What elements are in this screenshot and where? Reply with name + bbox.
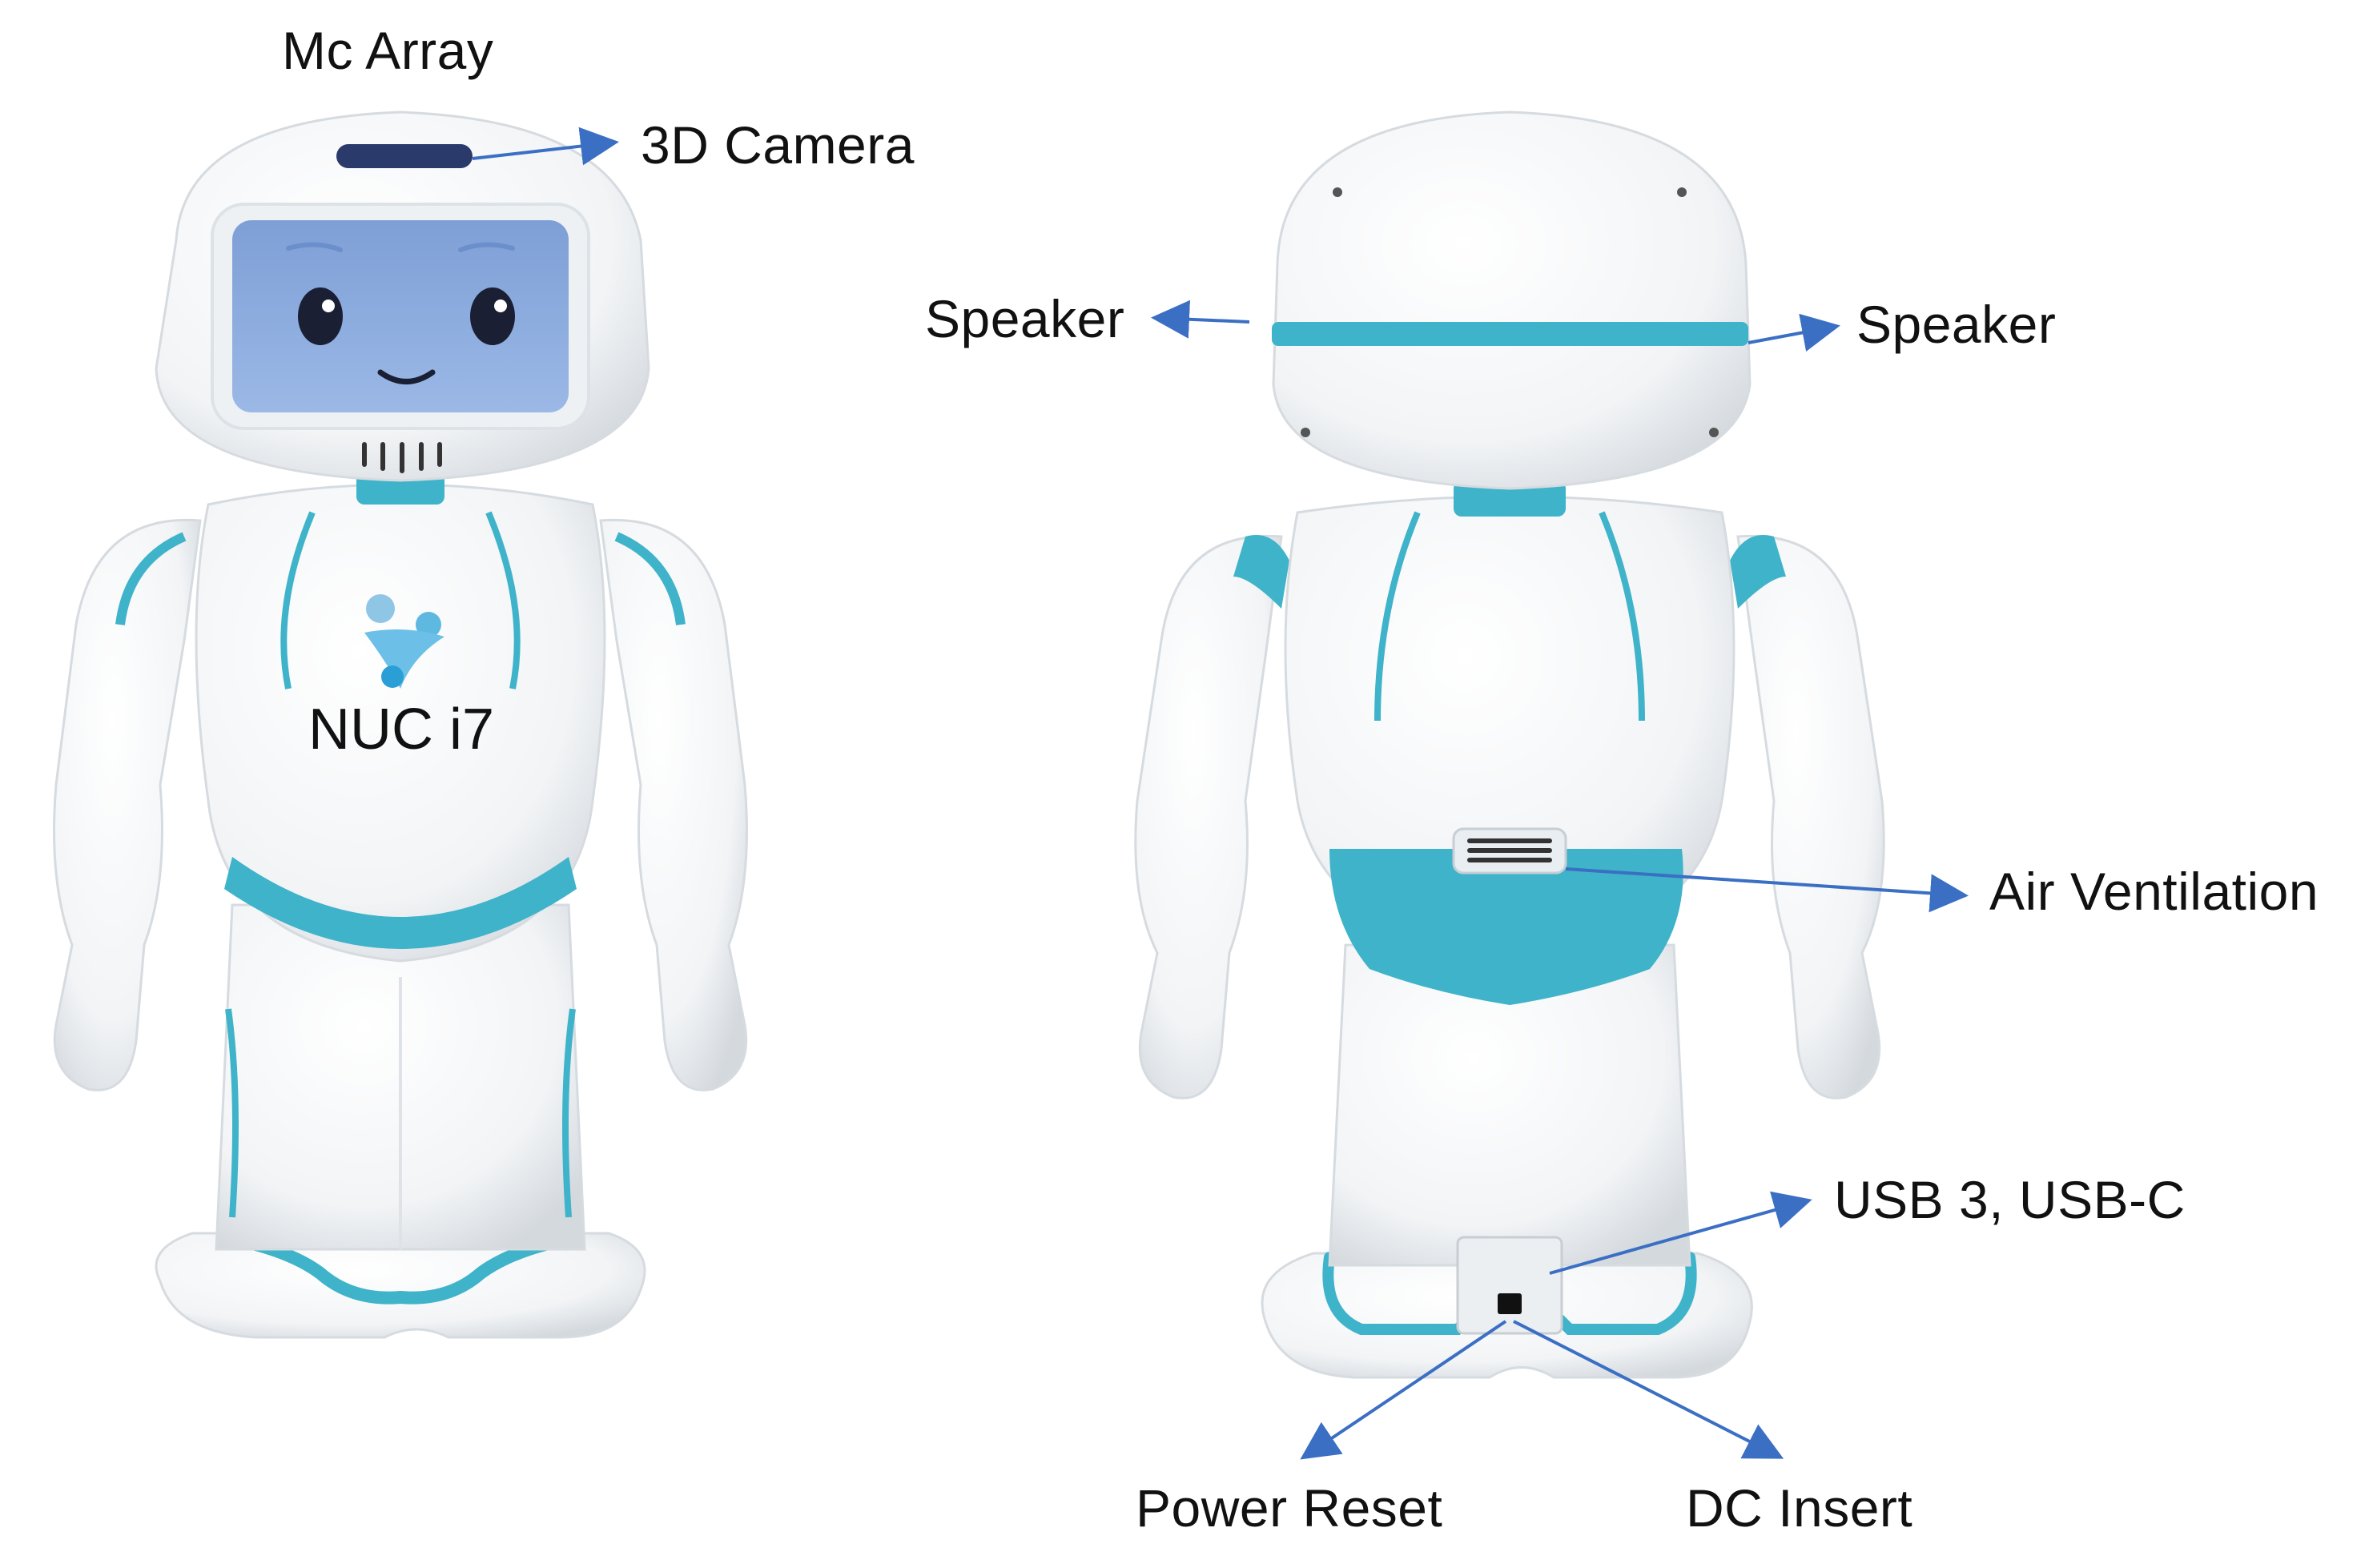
power-reset-label: Power Reset <box>1136 1478 1443 1538</box>
front-left-eye <box>298 287 343 345</box>
back-vent-belt <box>1329 849 1683 1005</box>
front-camera-bar <box>336 144 473 168</box>
camera-arrow <box>472 127 619 166</box>
usb-label: USB 3, USB-C <box>1834 1170 2186 1229</box>
air-ventilation-label: Air Ventilation <box>1989 862 2319 921</box>
front-robot <box>53 111 748 1339</box>
front-grille <box>362 442 442 473</box>
front-chest-logo <box>364 594 444 689</box>
back-left-shoulder <box>1233 535 1289 609</box>
front-left-shoulder-trim <box>115 532 187 625</box>
back-right-shoulder <box>1730 535 1786 609</box>
front-leg-trim-left <box>225 1008 239 1218</box>
usb-arrow <box>1549 1191 1812 1275</box>
front-feet <box>155 1232 646 1339</box>
camera-label: 3D Camera <box>641 115 915 175</box>
power-switch <box>1498 1293 1522 1314</box>
dc-insert-label: DC Insert <box>1686 1478 1913 1538</box>
front-screen <box>232 220 569 412</box>
front-left-brow <box>286 242 343 252</box>
back-head <box>1272 111 1752 490</box>
air-vent-arrow <box>1565 867 1969 913</box>
back-torso-trim-right <box>1599 511 1645 722</box>
front-leg-trim-right <box>562 1008 576 1218</box>
front-torso-trim-left <box>280 511 316 690</box>
dc-insert-arrow <box>1513 1320 1784 1459</box>
front-right-brow <box>458 242 515 252</box>
front-right-shoulder-trim <box>614 532 686 625</box>
front-belt <box>224 857 577 949</box>
back-robot <box>1134 111 1969 1460</box>
back-torso-trim-left <box>1374 511 1421 722</box>
front-right-arm <box>599 518 748 1092</box>
back-left-arm <box>1134 534 1283 1100</box>
speaker-right-label: Speaker <box>1856 295 2057 354</box>
power-reset-arrow <box>1300 1320 1507 1460</box>
speaker-right-arrow <box>1748 313 1840 352</box>
front-mouth <box>377 369 436 384</box>
computer-label: NUC i7 <box>308 698 495 762</box>
back-neck <box>1454 480 1566 517</box>
speaker-left-arrow <box>1151 300 1250 339</box>
front-torso-trim-right <box>485 511 521 690</box>
mic-array-label: Mc Array <box>282 21 494 80</box>
front-right-eye <box>470 287 515 345</box>
back-right-arm <box>1736 534 1885 1100</box>
speaker-left-label: Speaker <box>925 289 1125 348</box>
back-port-panel <box>1456 1236 1563 1335</box>
front-left-arm <box>53 518 202 1092</box>
front-feet-trim <box>218 1231 583 1305</box>
back-head-band <box>1272 322 1748 346</box>
